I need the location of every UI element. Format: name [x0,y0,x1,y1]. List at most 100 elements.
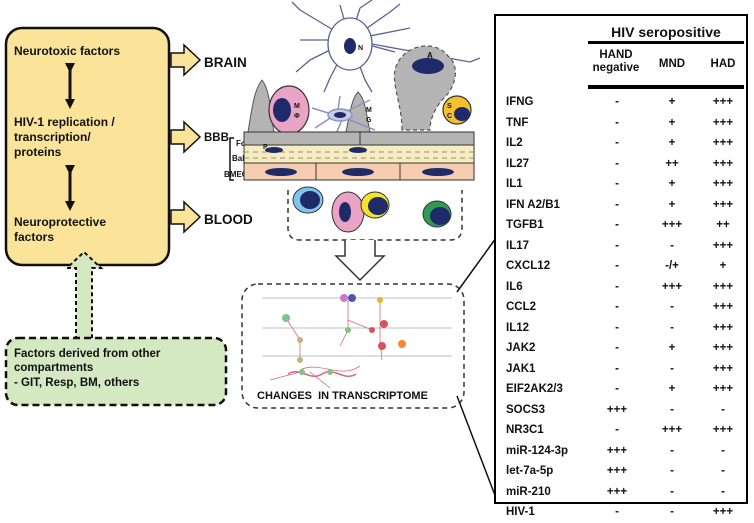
gene-name: IL2 [506,137,523,149]
expression-cell: - [670,465,674,477]
down-arrow-icon [334,240,386,282]
expression-table: HIV seropositive HAND negative MND HAD I… [494,14,748,518]
table-row: CXCL12--/++ [496,258,746,277]
expression-cell: +++ [606,403,628,416]
brain-arrow-icon [170,43,202,77]
expression-cell: ++ [716,219,730,231]
expression-cell: - [721,444,725,457]
expression-cell: +++ [712,424,734,436]
hiv-replication-label: HIV-1 replication / transcription/ prote… [14,115,118,159]
expression-cell: +++ [712,116,734,129]
column-header-mnd: MND [658,58,686,70]
expression-cell: + [668,137,676,149]
column-header-had: HAD [710,58,736,70]
expression-cell: - [615,424,619,436]
bam-label: BaM [232,154,249,163]
brain-label: BRAIN [204,55,247,70]
pericyte-label: P [263,144,268,151]
gene-name: miR-124-3p [506,444,568,457]
table-row: EIF2AK2/3-++++ [496,381,746,400]
expression-cell: - [615,239,619,252]
macrophage-label-phi: Φ [294,113,300,120]
blood-cell [360,191,390,219]
astrocyte-cell [393,45,457,131]
gene-name: CCL2 [506,301,537,313]
table-row: let-7a-5p+++-- [496,463,746,482]
blood-cell [331,191,365,233]
blood-label: BLOOD [204,212,253,227]
table-row: HIV-1--+++ [496,504,746,523]
table-row: TNF-++++ [496,115,746,134]
expression-cell: - [615,219,619,231]
expression-cell: +++ [712,96,734,108]
expression-cell: + [668,116,676,129]
transcriptome-box [241,283,465,409]
expression-cell: +++ [606,465,628,477]
expression-cell: +++ [712,362,734,375]
expression-cell: + [668,178,676,190]
expression-cell: + [668,342,676,354]
up-arrow-icon [64,250,104,340]
gene-name: IL1 [506,178,523,190]
expression-cell: - [721,485,725,498]
expression-cell: - [670,362,674,375]
macrophage-label: M [294,103,300,110]
blood-cell [422,200,452,228]
connector-line [456,237,497,293]
expression-cell: +++ [712,157,734,170]
neuroprotective-label: Neuroprotective factors [14,215,109,244]
expression-cell: - [615,260,619,272]
expression-cell: - [615,280,619,293]
table-row: SOCS3+++-- [496,402,746,421]
expression-cell: - [615,362,619,375]
microglia-label: M [366,107,372,114]
expression-cell: - [615,178,619,190]
blood-cell [292,186,324,214]
expression-cell: +++ [661,219,683,231]
bbb-arrow-icon [170,120,202,154]
expression-cell: - [670,301,674,313]
table-row: IL6-++++++ [496,279,746,298]
gene-name: JAK2 [506,342,536,354]
expression-cell: +++ [661,280,683,293]
table-row: miR-124-3p+++-- [496,443,746,462]
gene-name: TNF [506,116,529,129]
gene-name: IL12 [506,321,530,334]
gene-name: IFNG [506,96,534,108]
expression-cell: +++ [712,301,734,313]
network-nodes [282,294,406,375]
expression-cell: +++ [712,383,734,395]
expression-cell: ++ [665,157,679,170]
expression-cell: - [670,403,674,416]
stem-cell [442,95,472,125]
expression-cell: +++ [712,342,734,354]
table-row: miR-210+++-- [496,484,746,503]
gene-name: let-7a-5p [506,465,554,477]
table-row: JAK1--+++ [496,361,746,380]
expression-cell: + [668,96,676,108]
expression-cell: +++ [712,280,734,293]
neuron-cell [291,0,481,93]
gene-name: SOCS3 [506,403,545,416]
transcriptome-label: CHANGES IN TRANSCRIPTOME [257,390,428,402]
expression-cell: - [615,342,619,354]
expression-cell: +++ [712,239,734,252]
neurotoxic-label: Neurotoxic factors [14,44,120,58]
bbb-label: BBB [204,132,229,144]
expression-cell: +++ [712,321,734,334]
table-row: IL12--+++ [496,320,746,339]
expression-cell: - [670,444,674,457]
stem-cell-label-c: C [447,113,452,120]
expression-cell: - [615,383,619,395]
expression-cell: +++ [712,198,734,211]
table-title: HIV seropositive [611,24,721,40]
expression-cell: +++ [712,178,734,190]
pericyte [265,147,283,153]
expression-cell: + [668,198,676,211]
diagram-canvas: Neurotoxic factors HIV-1 replication / t… [4,0,497,499]
table-row: TGFB1-+++++ [496,217,746,236]
table-row: CCL2--+++ [496,299,746,318]
expression-cell: - [670,506,674,518]
gene-name: HIV-1 [506,506,535,518]
expression-cell: - [615,506,619,518]
